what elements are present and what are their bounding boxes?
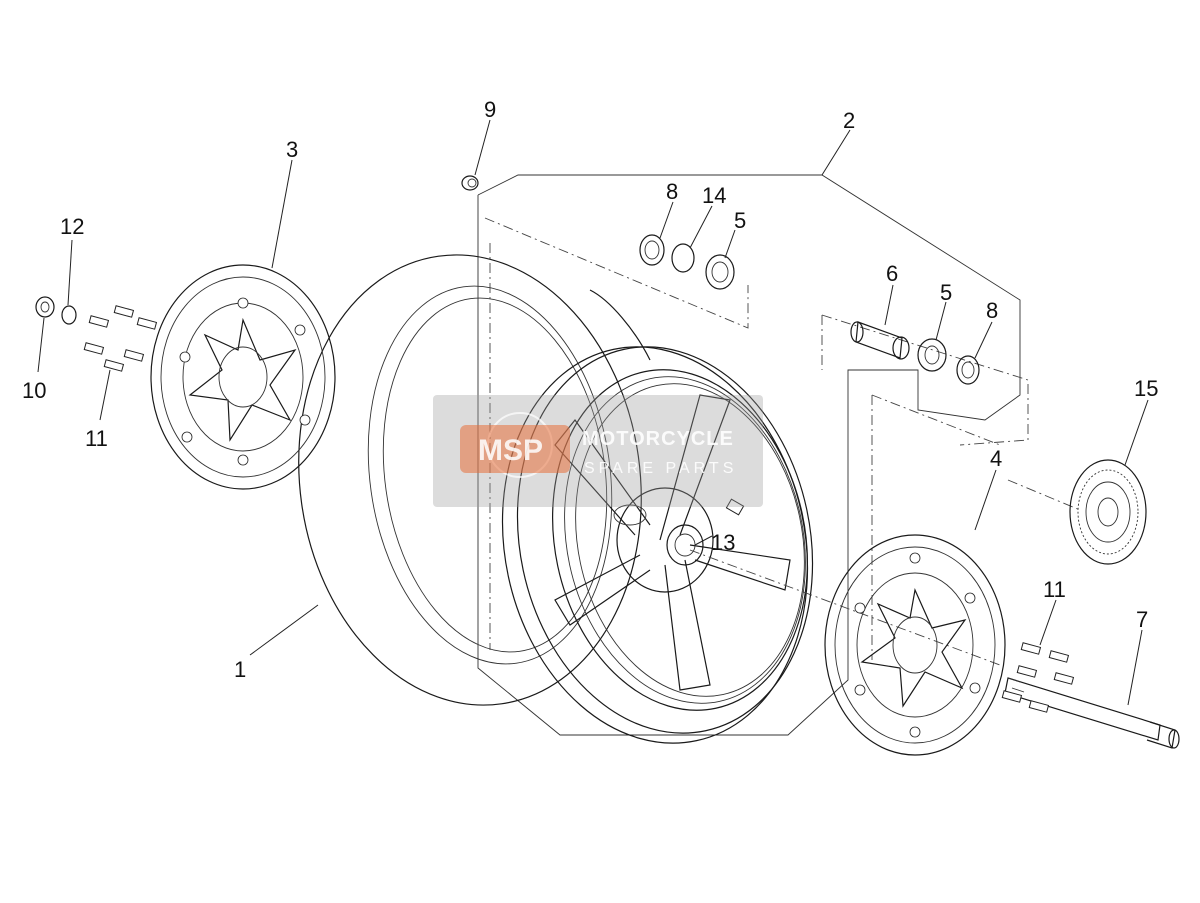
- nut-and-washer: [35, 296, 77, 325]
- watermark-line2: SPARE PARTS: [584, 460, 737, 477]
- callout-3: 3: [286, 137, 298, 162]
- disc-bolts-left: [83, 305, 158, 372]
- callout-7: 7: [1136, 607, 1148, 632]
- seal-9: [461, 175, 479, 191]
- callout-11-left: 11: [85, 426, 108, 451]
- callout-8-right: 8: [986, 298, 998, 323]
- callout-15: 15: [1134, 376, 1158, 401]
- brake-disc-right: [824, 534, 1006, 756]
- callout-8-upper: 8: [666, 179, 678, 204]
- wheel-rim: [501, 346, 1001, 744]
- callout-10: 10: [22, 378, 46, 403]
- callout-11-right: 11: [1043, 577, 1066, 602]
- watermark-logo-text: MSP: [478, 434, 543, 467]
- callout-2: 2: [843, 108, 855, 133]
- callout-14: 14: [702, 183, 726, 208]
- callout-5-upper: 5: [734, 208, 746, 233]
- callout-4: 4: [990, 446, 1002, 471]
- wheel-axle: [1004, 677, 1180, 749]
- brake-disc-left: [150, 264, 336, 490]
- callout-6: 6: [886, 261, 898, 286]
- callout-5-right: 5: [940, 280, 952, 305]
- leader-lines: [37, 119, 1149, 706]
- callout-1: 1: [234, 657, 246, 682]
- callout-labels: 1 2 3 4 5 5 6 7 8 8 9 10 11 11 12 13 14 …: [22, 97, 1158, 682]
- callout-13: 13: [711, 530, 735, 555]
- disc-bolts-right: [1001, 642, 1075, 713]
- watermark: MSP MOTORCYCLE SPARE PARTS: [433, 395, 763, 507]
- upper-bearing-stack: [639, 234, 735, 290]
- right-spacer-stack: [850, 321, 980, 385]
- watermark-line1: MOTORCYCLE: [582, 428, 734, 450]
- callout-12: 12: [60, 214, 84, 239]
- callout-9: 9: [484, 97, 496, 122]
- abs-tone-ring: [1069, 459, 1147, 565]
- watermark-logo: [460, 425, 570, 473]
